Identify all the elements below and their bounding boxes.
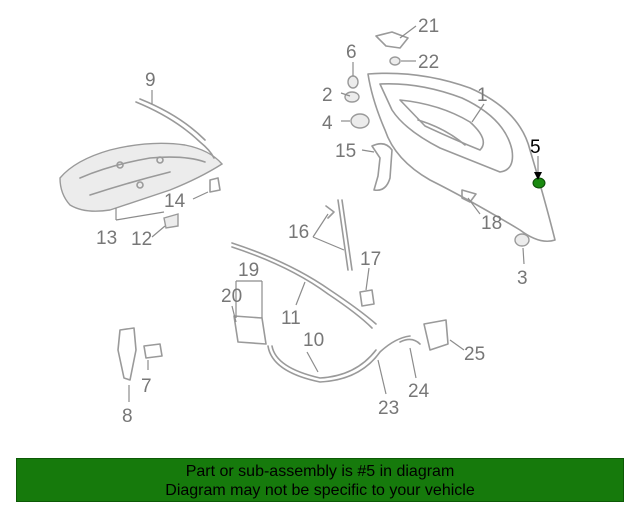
callout-4: 4 <box>322 113 333 134</box>
clip-14 <box>209 177 221 193</box>
callout-18: 18 <box>481 213 502 234</box>
banner-line-2: Diagram may not be specific to your vehi… <box>165 482 475 499</box>
callout-8: 8 <box>122 406 133 427</box>
callout-5: 5 <box>530 137 541 158</box>
clip-18 <box>461 189 477 203</box>
callout-6: 6 <box>346 42 357 63</box>
callout-14: 14 <box>164 191 186 212</box>
callout-20: 20 <box>221 286 242 307</box>
banner-line-1: Part or sub-assembly is #5 in diagram <box>185 463 455 480</box>
release-cable <box>267 335 411 383</box>
callout-7: 7 <box>141 376 152 397</box>
callout-21: 21 <box>418 16 439 37</box>
callout-3: 3 <box>517 268 528 289</box>
hood-panel <box>367 72 556 243</box>
hood-seal-strip <box>135 101 215 159</box>
hood-insulator-pad <box>59 142 224 212</box>
callout-2: 2 <box>322 85 333 106</box>
callout-labels: 1 2 3 4 5 6 7 8 9 10 11 12 13 14 15 16 1… <box>96 16 541 427</box>
callout-1: 1 <box>477 85 488 106</box>
hood-hinge <box>371 142 393 192</box>
hood-parts-diagram: 1 2 3 4 5 6 7 8 9 10 11 12 13 14 15 16 1… <box>59 16 556 427</box>
part-5-highlight[interactable] <box>532 177 546 189</box>
callout-11: 11 <box>281 308 301 329</box>
bumper-2 <box>344 91 360 103</box>
callout-17: 17 <box>360 249 381 270</box>
prop-rod-8 <box>117 327 137 381</box>
callout-19: 19 <box>238 260 259 281</box>
callout-25: 25 <box>464 344 485 365</box>
clip-12 <box>163 213 179 229</box>
clip-22 <box>389 56 401 66</box>
callout-13: 13 <box>96 228 117 249</box>
callout-16: 16 <box>288 222 309 243</box>
handle-7 <box>143 343 163 359</box>
bumper-6 <box>347 75 359 89</box>
callout-22: 22 <box>418 52 439 73</box>
info-banner: Part or sub-assembly is #5 in diagram Di… <box>16 458 624 502</box>
callout-24: 24 <box>408 381 430 402</box>
cable-guide-24 <box>399 338 421 345</box>
latch-bracket-20 <box>233 315 267 345</box>
leader-lines <box>115 25 539 402</box>
bumper-3 <box>514 233 530 247</box>
grommet-4 <box>350 113 370 129</box>
hood-latch-21 <box>375 31 409 49</box>
callout-10: 10 <box>303 330 324 351</box>
callout-9: 9 <box>145 70 156 91</box>
retainer-17 <box>359 289 375 307</box>
callout-12: 12 <box>131 229 152 250</box>
callout-23: 23 <box>378 398 399 419</box>
front-weatherstrip <box>231 242 377 325</box>
callout-15: 15 <box>335 141 356 162</box>
latch-25 <box>423 319 449 351</box>
